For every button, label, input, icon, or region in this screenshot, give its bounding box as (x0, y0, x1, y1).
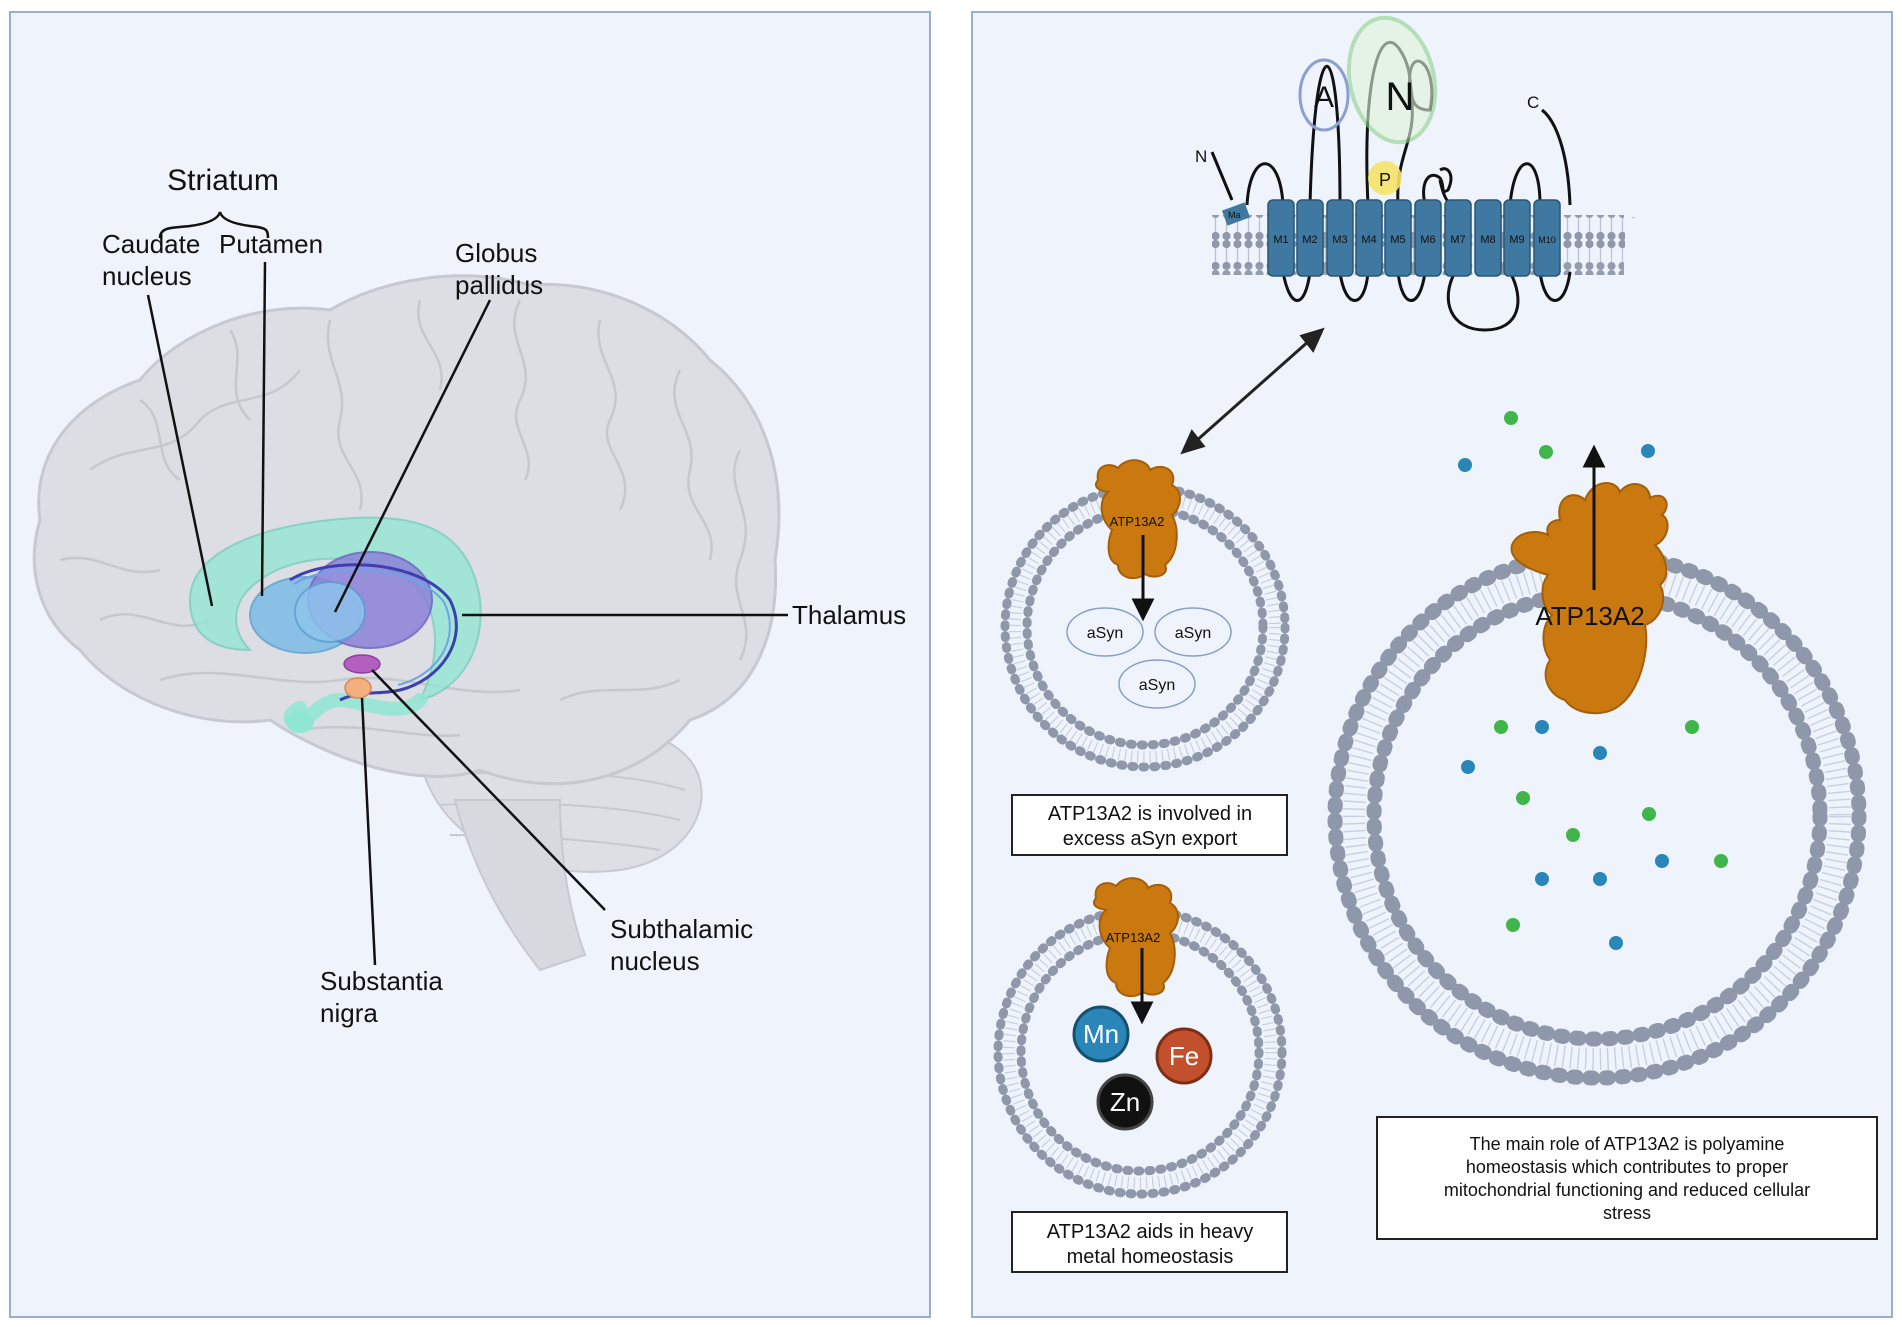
arrow-bottom (1130, 948, 1154, 1025)
asyn-1: aSyn (1087, 625, 1123, 642)
domain-n-label: N (1386, 75, 1415, 119)
caption-box-asyn (1011, 794, 1288, 856)
caption-metal-line1: ATP13A2 aids in heavy (1047, 1221, 1253, 1243)
asyn-2: aSyn (1175, 625, 1211, 642)
atp13a2-bottom-protein (1092, 877, 1179, 998)
label-striatum: Striatum (167, 164, 279, 197)
leader-lines (146, 211, 788, 966)
polyamine-dots (1458, 411, 1728, 950)
caption-polyamine-line3: mitochondrial functioning and reduced ce… (1444, 1180, 1810, 1200)
ma-segment (1221, 202, 1251, 226)
label-substantia-line1: Substantia (320, 966, 443, 996)
domain-p-circle (1368, 161, 1402, 195)
segment-m5: M5 (1390, 234, 1405, 246)
segment-m6: M6 (1420, 234, 1435, 246)
segment-m8: M8 (1480, 234, 1495, 246)
segment-m1: M1 (1273, 234, 1288, 246)
caption-polyamine-line2: homeostasis which contributes to proper (1466, 1157, 1788, 1177)
domain-a-circle (1298, 58, 1350, 132)
metal-mn (1072, 1005, 1130, 1063)
label-thalamus: Thalamus (792, 600, 906, 630)
caption-asyn-line1: ATP13A2 is involved in (1048, 803, 1252, 825)
segment-m7: M7 (1450, 234, 1465, 246)
segment-m2: M2 (1302, 234, 1317, 246)
vesicle-top (1000, 482, 1290, 772)
segment-m4: M4 (1361, 234, 1376, 246)
segment-labels: M1 M2 M3 M4 M5 M6 M7 M8 M9 M10 (1273, 234, 1555, 246)
arrow-large (1582, 444, 1606, 590)
domain-p-label: P (1379, 170, 1391, 190)
atp13a2-large-protein (1510, 482, 1669, 715)
label-caudate-line1: Caudate (102, 229, 200, 259)
c-terminus-label: C (1527, 93, 1539, 112)
caption-asyn-line2: excess aSyn export (1063, 828, 1238, 850)
double-arrow (1180, 327, 1325, 455)
segment-m10: M10 (1538, 235, 1556, 245)
label-caudate-line2: nucleus (102, 261, 192, 291)
atp13a2-top-label: ATP13A2 (1110, 514, 1165, 529)
domain-n-circle (1346, 15, 1438, 145)
segment-m9: M9 (1509, 234, 1524, 246)
domain-a-label: A (1314, 81, 1334, 114)
metal-zn-label: Zn (1110, 1087, 1140, 1117)
arrow-top (1131, 535, 1155, 622)
caption-polyamine-line1: The main role of ATP13A2 is polyamine (1470, 1134, 1785, 1154)
caption-polyamine-line4: stress (1603, 1203, 1651, 1223)
metal-fe-label: Fe (1169, 1041, 1199, 1071)
ma-label: Ma (1228, 210, 1241, 220)
n-terminus-label: N (1195, 147, 1207, 166)
caption-box-polyamine (1376, 1116, 1878, 1240)
caption-metal-line2: metal homeostasis (1067, 1246, 1234, 1268)
segment-m3: M3 (1332, 234, 1347, 246)
label-putamen: Putamen (219, 229, 323, 259)
label-subthalamic-line1: Subthalamic (610, 914, 753, 944)
atp13a2-bottom-label: ATP13A2 (1106, 930, 1161, 945)
label-subthalamic-line2: nucleus (610, 946, 700, 976)
asyn-3: aSyn (1139, 677, 1175, 694)
label-globus-line1: Globus (455, 238, 537, 268)
brain-illustration (32, 274, 781, 972)
caption-box-metal (1011, 1211, 1288, 1273)
atp13a2-top-protein (1094, 459, 1181, 580)
atp13a2-large-label: ATP13A2 (1535, 601, 1644, 631)
label-globus-line2: pallidus (455, 270, 543, 300)
metal-mn-label: Mn (1083, 1019, 1119, 1049)
metal-zn (1096, 1073, 1154, 1131)
label-substantia-line2: nigra (320, 998, 378, 1028)
metal-fe (1155, 1027, 1213, 1085)
transmembrane-segments (1267, 199, 1561, 277)
